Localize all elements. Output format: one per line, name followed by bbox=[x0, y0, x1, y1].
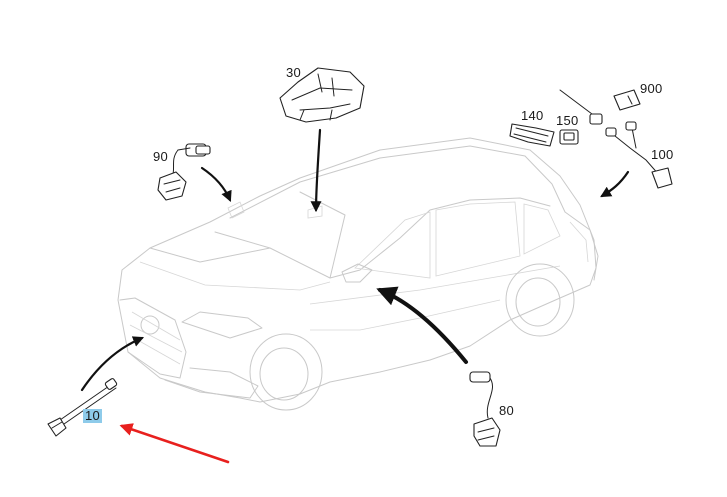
arrow-30 bbox=[310, 128, 322, 213]
callout-150[interactable]: 150 bbox=[556, 113, 579, 128]
callout-80[interactable]: 80 bbox=[499, 403, 515, 418]
callout-30[interactable]: 30 bbox=[286, 65, 302, 80]
vehicle-outline bbox=[117, 137, 599, 411]
pointer-arrows bbox=[80, 128, 630, 392]
callout-900[interactable]: 900 bbox=[640, 81, 663, 96]
part-10-sensor bbox=[47, 378, 118, 437]
callout-140[interactable]: 140 bbox=[521, 108, 544, 123]
arrow-10 bbox=[80, 336, 145, 392]
callout-10[interactable]: 10 bbox=[83, 408, 103, 423]
part-900-connector bbox=[559, 89, 641, 125]
part-140-unit bbox=[509, 123, 555, 147]
callout-100[interactable]: 100 bbox=[651, 147, 674, 162]
part-150-switch bbox=[559, 129, 579, 145]
part-100-harness bbox=[605, 121, 673, 189]
arrow-90 bbox=[200, 166, 232, 203]
arrow-100 bbox=[600, 170, 630, 198]
part-30-module bbox=[279, 67, 365, 123]
part-90-sensor bbox=[157, 143, 211, 201]
callout-90[interactable]: 90 bbox=[153, 149, 169, 164]
arrow-80 bbox=[376, 286, 468, 364]
red-pointer-arrow bbox=[119, 423, 230, 464]
part-80-sensor bbox=[469, 371, 501, 447]
